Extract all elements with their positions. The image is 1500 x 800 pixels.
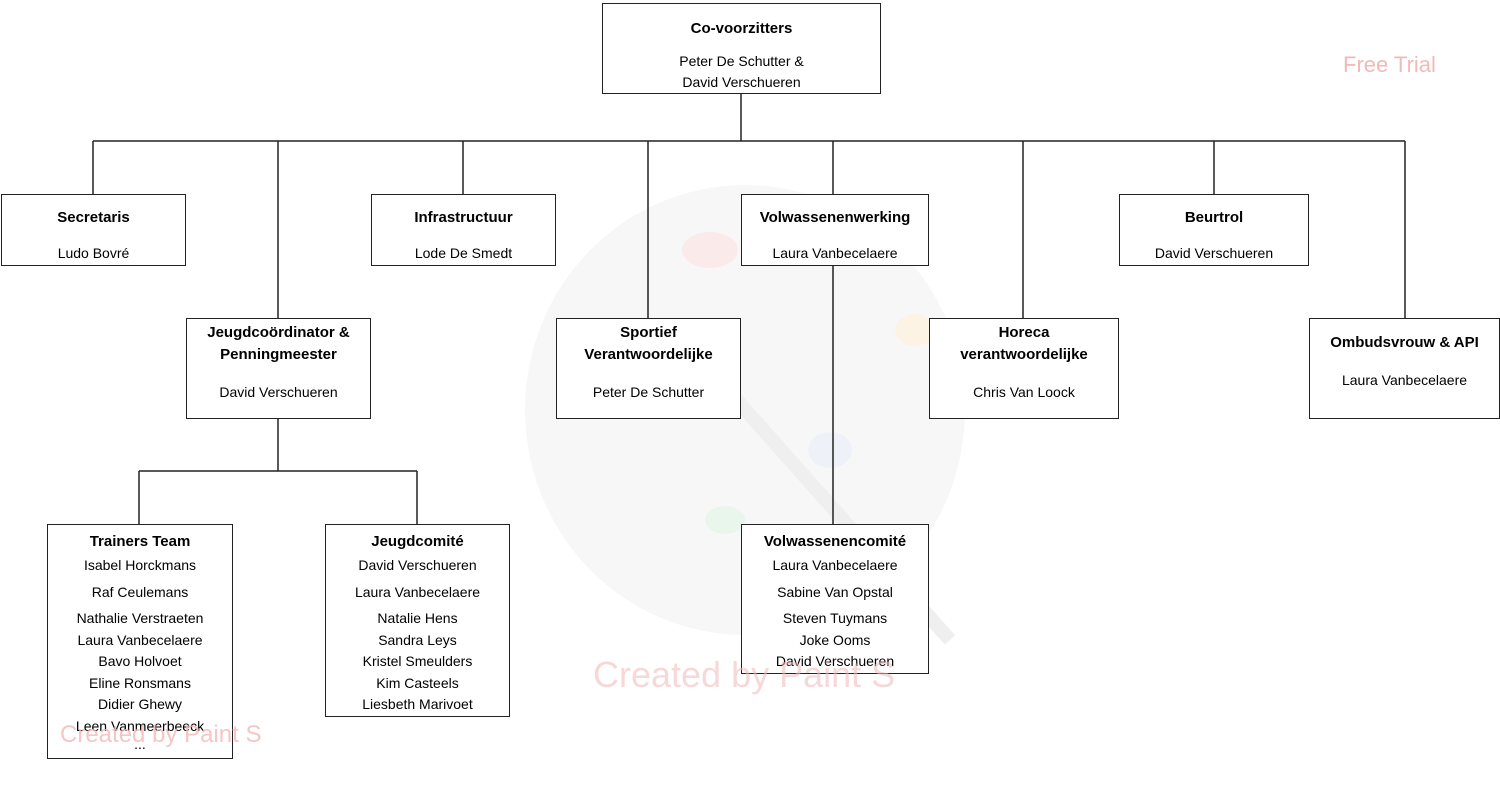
node-person: Laura Vanbecelaere — [772, 245, 898, 261]
member-list: Laura Vanbecelaere Sabine Van Opstal Ste… — [742, 555, 928, 673]
node-title-line2: verantwoordelijke — [960, 346, 1088, 363]
node-title: Infrastructuur — [414, 209, 513, 226]
node-person: David Verschueren — [1154, 245, 1274, 261]
list-item: Didier Ghewy — [97, 696, 183, 712]
node-title: Volwassenenwerking — [759, 209, 911, 226]
node-title: Beurtrol — [1184, 209, 1244, 226]
node-person: David Verschueren — [219, 384, 338, 400]
list-item: Isabel Horckmans — [83, 557, 197, 573]
node-trainers-team: Trainers Team Isabel Horckmans Raf Ceule… — [47, 524, 233, 759]
node-person: David Verschueren — [682, 74, 801, 90]
list-item: Natalie Hens — [377, 610, 458, 626]
list-item: Laura Vanbecelaere — [354, 583, 481, 600]
node-title: Volwassenencomité — [763, 533, 907, 550]
node-co-voorzitters: Co-voorzitters Peter De Schutter & David… — [602, 3, 881, 94]
node-person: Peter De Schutter — [592, 384, 705, 400]
list-item: Joke Ooms — [799, 631, 871, 648]
node-title: Ombudsvrouw & API — [1330, 334, 1479, 351]
node-sportief: Sportief Verantwoordelijke Peter De Schu… — [556, 318, 741, 419]
list-item: Steven Tuymans — [782, 610, 888, 626]
node-title-line1: Sportief — [620, 324, 677, 341]
list-item: Liesbeth Marivoet — [362, 696, 473, 712]
node-person: Lode De Smedt — [414, 245, 513, 261]
node-title-line1: Jeugdcoördinator & — [207, 324, 350, 341]
list-item: Kim Casteels — [376, 674, 459, 691]
list-item: Sandra Leys — [378, 631, 457, 648]
node-ombudsvrouw: Ombudsvrouw & API Laura Vanbecelaere — [1309, 318, 1500, 419]
list-item: Raf Ceulemans — [91, 583, 189, 600]
node-person: Laura Vanbecelaere — [1341, 372, 1468, 388]
list-item: Laura Vanbecelaere — [77, 631, 203, 648]
node-person: Peter De Schutter & — [679, 53, 804, 69]
node-volwassenencomite: Volwassenencomité Laura Vanbecelaere Sab… — [741, 524, 929, 674]
node-beurtrol: Beurtrol David Verschueren — [1119, 194, 1309, 266]
list-item: David Verschueren — [358, 557, 477, 573]
node-title: Co-voorzitters — [690, 20, 793, 37]
node-title-line2: Verantwoordelijke — [584, 346, 713, 363]
list-item: David Verschueren — [775, 653, 895, 669]
node-person: Ludo Bovré — [57, 245, 130, 261]
node-title: Secretaris — [57, 209, 130, 226]
member-list: David Verschueren Laura Vanbecelaere Nat… — [326, 555, 509, 716]
list-item: Kristel Smeulders — [362, 653, 473, 669]
list-item: Sabine Van Opstal — [777, 583, 893, 600]
node-title: Trainers Team — [89, 533, 191, 550]
node-title: Jeugdcomité — [371, 533, 464, 550]
list-item: Nathalie Verstraeten — [76, 610, 204, 626]
node-title-line1: Horeca — [998, 324, 1050, 341]
node-jeugdcoordinator: Jeugdcoördinator & Penningmeester David … — [186, 318, 371, 419]
list-item: ... — [134, 736, 146, 752]
node-horeca: Horeca verantwoordelijke Chris Van Loock — [929, 318, 1119, 419]
list-item: Laura Vanbecelaere — [772, 557, 898, 573]
node-jeugdcomite: Jeugdcomité David Verschueren Laura Vanb… — [325, 524, 510, 717]
node-title-line2: Penningmeester — [220, 346, 337, 363]
member-list: Isabel Horckmans Raf Ceulemans Nathalie … — [48, 555, 232, 751]
node-volwassenenwerking: Volwassenenwerking Laura Vanbecelaere — [741, 194, 929, 266]
list-item: Leen Vanmeerbeeck — [75, 717, 205, 734]
list-item: Bavo Holvoet — [98, 653, 182, 669]
node-infrastructuur: Infrastructuur Lode De Smedt — [371, 194, 556, 266]
list-item: Eline Ronsmans — [89, 674, 191, 691]
node-person: Chris Van Loock — [973, 384, 1075, 400]
node-secretaris: Secretaris Ludo Bovré — [1, 194, 186, 266]
